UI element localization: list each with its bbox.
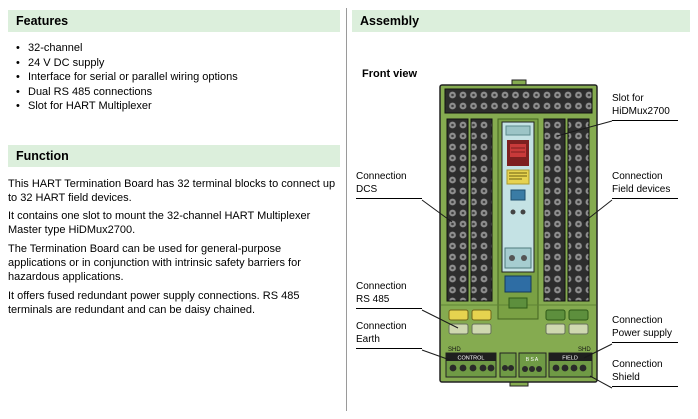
function-paragraph: The Termination Board can be used for ge…: [8, 242, 301, 284]
leader-lines: [421, 120, 613, 389]
callout-connection-rs485: Connection RS 485: [356, 280, 422, 309]
feature-item: Slot for HART Multiplexer: [16, 99, 340, 114]
function-paragraph: It contains one slot to mount the 32-cha…: [8, 210, 311, 237]
terminal-strip-field-a: [543, 118, 566, 302]
fuse: [471, 309, 492, 321]
callout-connection-power-supply: Connection Power supply: [612, 314, 678, 343]
bottom-terminals: SHD SHD CONTROL B S A FIELD: [445, 347, 593, 378]
callout-connection-dcs: Connection DCS: [356, 170, 422, 199]
features-list: 32-channel 24 V DC supply Interface for …: [16, 41, 340, 114]
control-terminal-label: CONTROL: [458, 356, 485, 362]
feature-item: Dual RS 485 connections: [16, 85, 340, 100]
fuse: [448, 309, 469, 321]
shd-label-left: SHD: [448, 347, 461, 353]
terminal-strip-dcs-b: [470, 118, 493, 302]
function-paragraph: This HART Termination Board has 32 termi…: [8, 177, 336, 204]
function-paragraph: It offers fused redundant power supply c…: [8, 289, 300, 316]
function-header: Function: [8, 144, 340, 167]
hidmux-module: [501, 121, 535, 273]
assembly-header: Assembly: [352, 10, 690, 32]
features-title: Features: [16, 14, 69, 28]
lower-components: [448, 275, 589, 335]
callout-connection-field-devices: Connection Field devices: [612, 170, 678, 199]
termination-board-drawing: SHD SHD CONTROL B S A FIELD: [421, 79, 613, 389]
field-terminal-label: FIELD: [562, 356, 578, 362]
callout-slot-hidmux: Slot for HiDMux2700: [612, 92, 678, 121]
led-display: [510, 144, 526, 157]
module-label: [506, 169, 530, 185]
bsa-terminal-label: B S A: [526, 357, 539, 363]
callout-connection-earth: Connection Earth: [356, 320, 422, 349]
terminal-strip-field-b: [567, 118, 590, 302]
top-terminal-row: [444, 88, 593, 114]
terminal-strip-dcs-a: [446, 118, 469, 302]
feature-item: 32-channel: [16, 41, 340, 56]
assembly-title: Assembly: [360, 14, 420, 28]
front-view-label: Front view: [362, 68, 418, 80]
left-column: Features 32-channel 24 V DC supply Inter…: [8, 10, 340, 321]
column-divider: [346, 8, 347, 411]
function-title: Function: [16, 148, 69, 163]
shd-label-right: SHD: [578, 347, 591, 353]
callout-connection-shield: Connection Shield: [612, 358, 678, 387]
assembly-diagram: SHD SHD CONTROL B S A FIELD: [352, 62, 690, 414]
features-header: Features: [8, 10, 340, 32]
function-text: This HART Termination Board has 32 termi…: [8, 177, 340, 318]
feature-item: Interface for serial or parallel wiring …: [16, 70, 340, 85]
feature-item: 24 V DC supply: [16, 56, 340, 71]
